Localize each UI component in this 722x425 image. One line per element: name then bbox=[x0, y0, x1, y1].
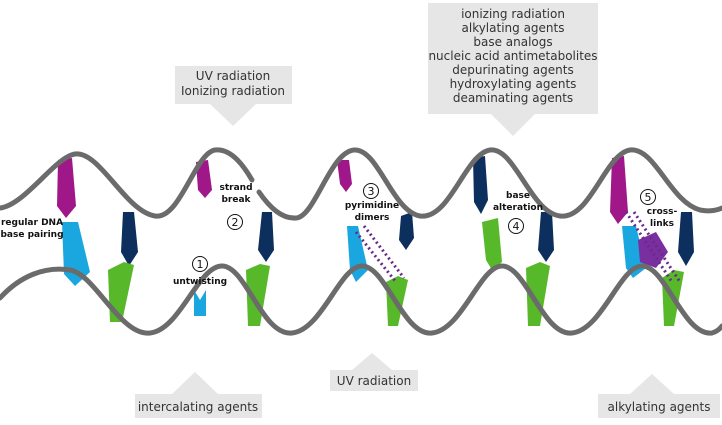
marker-strand-break: 2 bbox=[227, 214, 243, 230]
marker-pyrimidine-dimers: 3 bbox=[363, 183, 379, 199]
base-navy-1 bbox=[121, 212, 138, 266]
crosslink-agent bbox=[638, 232, 668, 268]
marker-base-alteration-number: 4 bbox=[513, 220, 520, 233]
base-navy-4b bbox=[538, 212, 554, 262]
upper-backbone bbox=[0, 147, 722, 221]
callout-top-left-line-2: Ionizing radiation bbox=[181, 84, 285, 98]
callout-top-right-line-5: depurinating agents bbox=[452, 63, 573, 77]
callout-top-left-line-1: UV radiation bbox=[196, 69, 270, 83]
base-magenta-2 bbox=[196, 160, 212, 198]
callout-bottom-left: intercalating agents bbox=[135, 372, 262, 418]
base-green-4a bbox=[482, 218, 502, 270]
label-regular-line-2: base pairing bbox=[0, 230, 63, 240]
base-magenta-5 bbox=[610, 156, 628, 224]
lower-backbone bbox=[0, 263, 722, 336]
crosslink-bonds bbox=[624, 211, 682, 283]
base-magenta-1 bbox=[57, 158, 76, 218]
callout-bottom-center: UV radiation bbox=[330, 353, 418, 391]
callout-bottom-center-text: UV radiation bbox=[337, 374, 411, 388]
marker-untwisting: 1 bbox=[192, 256, 208, 272]
base-magenta-3 bbox=[337, 160, 352, 192]
label-base-alteration-line-1: base bbox=[506, 191, 530, 201]
base-green-1 bbox=[108, 262, 134, 322]
base-navy-2 bbox=[258, 212, 274, 262]
callout-top-right: ionizing radiation alkylating agents bas… bbox=[428, 3, 598, 136]
label-strand-break-line-2: break bbox=[221, 195, 251, 205]
marker-strand-break-number: 2 bbox=[232, 216, 239, 229]
callout-top-right-line-1: ionizing radiation bbox=[461, 7, 565, 21]
label-strand-break-line-1: strand bbox=[219, 183, 252, 193]
marker-crosslinks: 5 bbox=[640, 189, 656, 205]
callout-bottom-left-text: intercalating agents bbox=[138, 400, 258, 414]
marker-crosslinks-number: 5 bbox=[645, 191, 652, 204]
base-green-4b bbox=[526, 262, 550, 326]
callout-top-right-line-4: nucleic acid antimetabolites bbox=[428, 49, 597, 63]
label-base-alteration-line-2: alteration bbox=[493, 203, 543, 213]
base-navy-3 bbox=[399, 212, 414, 250]
base-navy-4a bbox=[473, 156, 488, 214]
label-crosslinks-line-2: links bbox=[650, 219, 674, 229]
base-cyan-2 bbox=[194, 290, 206, 316]
callout-top-right-line-2: alkylating agents bbox=[462, 21, 565, 35]
callout-top-right-line-7: deaminating agents bbox=[453, 91, 573, 105]
callout-top-left: UV radiation Ionizing radiation bbox=[175, 66, 292, 126]
callout-bottom-right-text: alkylating agents bbox=[608, 400, 711, 414]
label-regular-line-1: regular DNA bbox=[1, 218, 63, 228]
label-pyrimidine-dimers-line-2: dimers bbox=[355, 213, 390, 223]
callout-top-right-line-3: base analogs bbox=[473, 35, 552, 49]
callout-top-right-line-6: hydroxylating agents bbox=[450, 77, 577, 91]
marker-untwisting-number: 1 bbox=[197, 258, 204, 271]
callout-bottom-right: alkylating agents bbox=[598, 374, 720, 418]
marker-pyrimidine-dimers-number: 3 bbox=[368, 185, 375, 198]
base-navy-5 bbox=[678, 212, 694, 266]
label-untwisting: untwisting bbox=[173, 277, 227, 287]
label-pyrimidine-dimers-line-1: pyrimidine bbox=[345, 201, 399, 211]
pyrimidine-dimer-bonds bbox=[354, 225, 406, 283]
label-crosslinks-line-1: cross- bbox=[647, 207, 678, 217]
base-green-2 bbox=[246, 264, 270, 326]
marker-base-alteration: 4 bbox=[508, 218, 524, 234]
